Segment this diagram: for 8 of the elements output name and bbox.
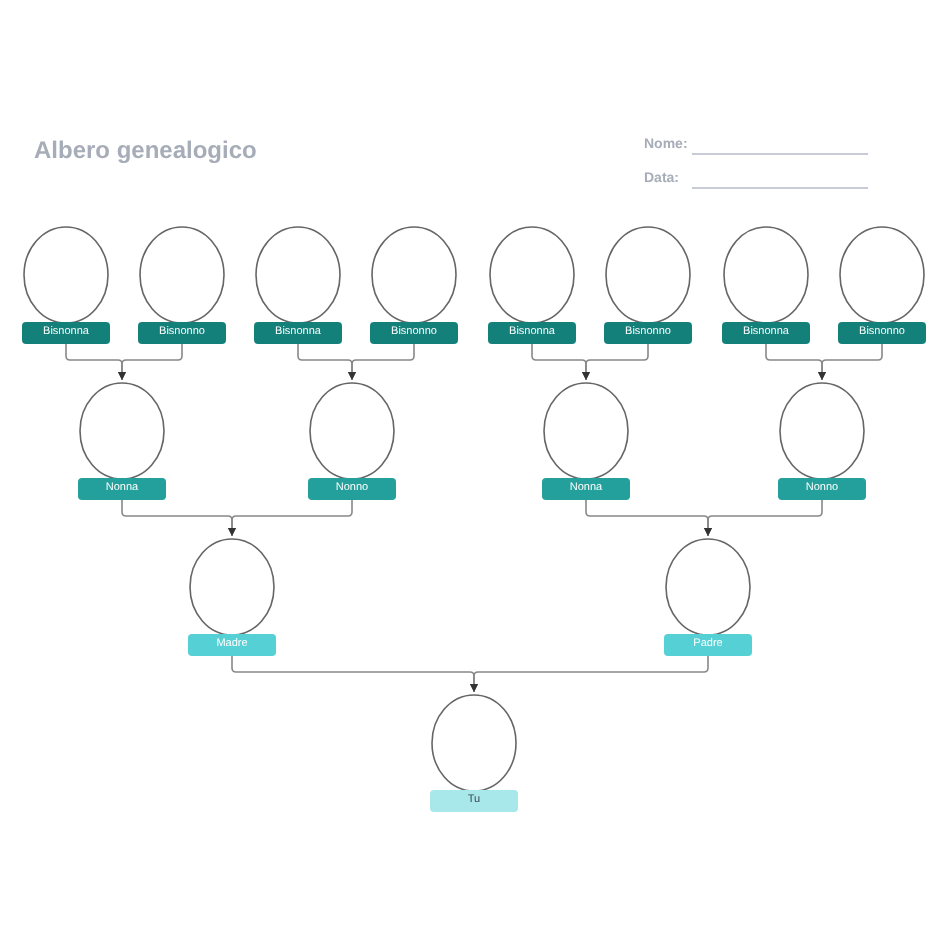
connector-arrow: [118, 343, 183, 381]
connector-arrow: [228, 499, 353, 537]
connector-arrow: [818, 343, 883, 381]
connector-arrow: [348, 343, 415, 381]
title: Albero genealogico: [34, 136, 257, 164]
connector-arrow: [582, 343, 649, 381]
connector-arrow: [470, 655, 709, 693]
connector-arrow: [704, 499, 823, 537]
